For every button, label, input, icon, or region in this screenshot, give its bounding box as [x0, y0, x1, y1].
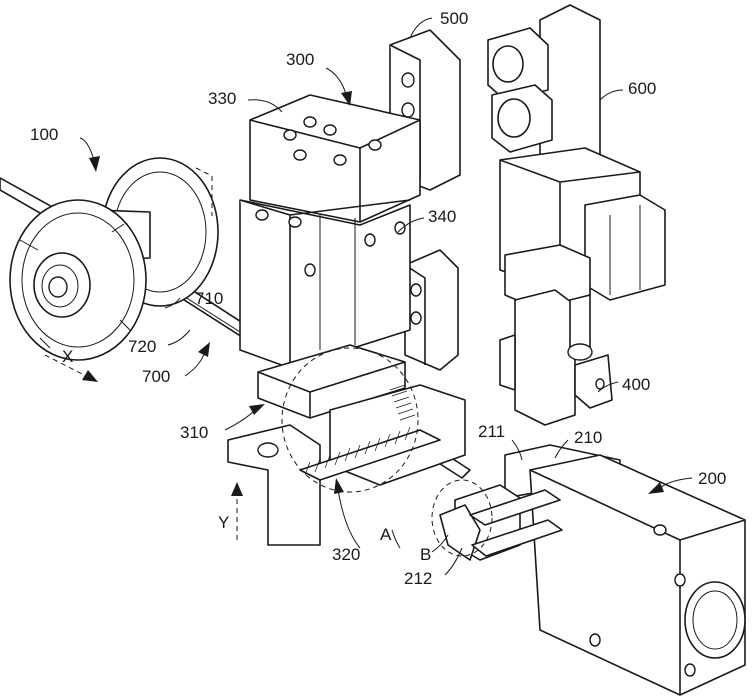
label-100: 100 [30, 125, 58, 144]
label-210: 210 [574, 428, 602, 447]
detail-circle-b [431, 479, 493, 557]
leader-lines [79, 17, 693, 576]
punch-assembly-300 [239, 94, 421, 369]
label-200: 200 [698, 469, 726, 488]
label-400: 400 [622, 375, 650, 394]
label-310: 310 [180, 423, 208, 442]
label-710: 710 [195, 289, 223, 308]
press-unit-400 [499, 289, 613, 426]
y-axis-arrow [231, 482, 243, 540]
die-base-310 [227, 344, 466, 546]
label-300: 300 [286, 50, 314, 69]
label-720: 720 [128, 337, 156, 356]
label-330: 330 [208, 89, 236, 108]
label-600: 600 [628, 79, 656, 98]
actuator-600 [487, 4, 666, 311]
label-340: 340 [428, 207, 456, 226]
label-b: B [420, 545, 431, 564]
label-320: 320 [332, 545, 360, 564]
x-axis-arrow [44, 354, 98, 382]
reel-100 [9, 157, 219, 361]
label-y: Y [218, 513, 229, 532]
label-500: 500 [440, 9, 468, 28]
label-x: X [62, 347, 73, 366]
label-a: A [380, 525, 392, 544]
label-700: 700 [142, 367, 170, 386]
label-212: 212 [404, 569, 432, 588]
detail-circle-a [281, 347, 419, 493]
reference-labels: 100 300 330 500 600 340 710 720 700 X 40… [30, 9, 726, 588]
label-211: 211 [478, 422, 505, 441]
gripper-200 [431, 444, 746, 696]
